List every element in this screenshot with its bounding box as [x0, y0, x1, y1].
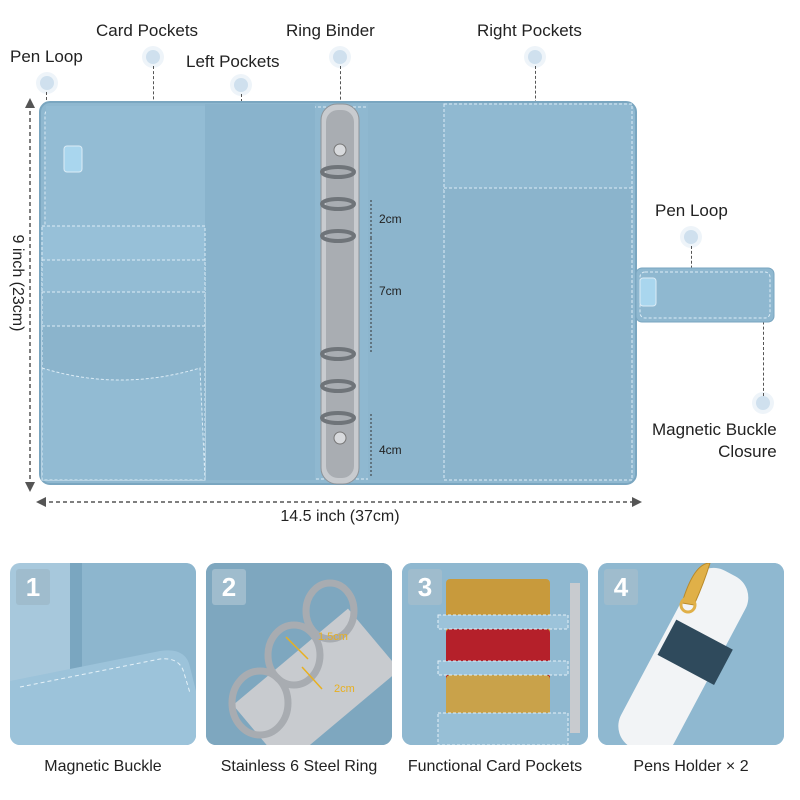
feature-number-1: 1 — [16, 569, 50, 605]
ring-2 — [320, 197, 356, 211]
ring-gap-top-label: 2cm — [379, 212, 402, 226]
magnetic-buckle-dot — [756, 396, 770, 410]
ring-gap-mid-label: 7cm — [379, 284, 402, 298]
ring-1 — [320, 165, 356, 179]
magnetic-buckle-line2: Closure — [718, 442, 777, 461]
magnetic-buckle-photo — [10, 563, 196, 745]
ring-binder-label: Ring Binder — [286, 21, 375, 40]
ring-gap-b-label: 2cm — [334, 683, 355, 695]
magnetic-buckle-strap — [635, 267, 775, 323]
bottom-pocket — [41, 367, 206, 481]
steel-ring-photo — [206, 563, 392, 745]
ring-gap-bottom-label: 4cm — [379, 443, 402, 457]
pen-loop-right-label: Pen Loop — [655, 201, 728, 220]
height-dimension-label: 9 inch (23cm) — [9, 234, 26, 332]
feature-caption-1: Magnetic Buckle — [44, 758, 162, 775]
ring-binder-leader — [340, 66, 341, 120]
right-panel — [368, 104, 444, 480]
card-pockets-dot — [146, 50, 160, 64]
ring-4 — [320, 347, 356, 361]
left-pockets-label: Left Pockets — [186, 52, 280, 71]
rings — [320, 165, 356, 425]
pen-loop-left-dot — [40, 76, 54, 90]
magnetic-buckle-line1: Magnetic Buckle — [652, 420, 777, 439]
feature-caption-3: Functional Card Pockets — [407, 758, 583, 775]
right-pocket-top — [443, 103, 633, 191]
pen-loop-left-label: Pen Loop — [10, 47, 83, 66]
magnetic-buckle-leader — [763, 296, 764, 396]
feature-panel-magnetic-buckle: 1 — [10, 563, 196, 745]
pen-loop-left — [63, 145, 83, 173]
width-dimension-label: 14.5 inch (37cm) — [280, 508, 400, 525]
pen-loop-right-dot — [684, 230, 698, 244]
ring-3 — [320, 229, 356, 243]
feature-number-4: 4 — [604, 569, 638, 605]
feature-number-2: 2 — [212, 569, 246, 605]
right-pocket — [443, 187, 633, 481]
card-pockets-label: Card Pockets — [96, 21, 199, 40]
ring-binder-plate-inner — [326, 110, 354, 478]
feature-panel-steel-ring: 1.5cm 2cm 2 — [206, 563, 392, 745]
left-pocket — [205, 104, 315, 480]
ring-binder-dot — [333, 50, 347, 64]
rivet-bottom — [333, 431, 347, 445]
feature-panel-card-pockets: 3 — [402, 563, 588, 745]
magnetic-buckle-closure-label: Magnetic Buckle Closure — [652, 419, 777, 463]
left-pockets-dot — [234, 78, 248, 92]
pen-loop-right — [639, 277, 657, 307]
feature-caption-2: Stainless 6 Steel Ring — [220, 758, 378, 775]
ring-6 — [320, 411, 356, 425]
rivet-top — [333, 143, 347, 157]
card-pockets-photo — [402, 563, 588, 745]
feature-number-3: 3 — [408, 569, 442, 605]
feature-panel-pen-holder: 4 — [598, 563, 784, 745]
ring-gap-a-label: 1.5cm — [318, 631, 348, 643]
binder-illustration — [25, 98, 775, 507]
right-pockets-dot — [528, 50, 542, 64]
ring-5 — [320, 379, 356, 393]
right-pockets-label: Right Pockets — [477, 21, 582, 40]
feature-caption-4: Pens Holder × 2 — [633, 758, 749, 775]
